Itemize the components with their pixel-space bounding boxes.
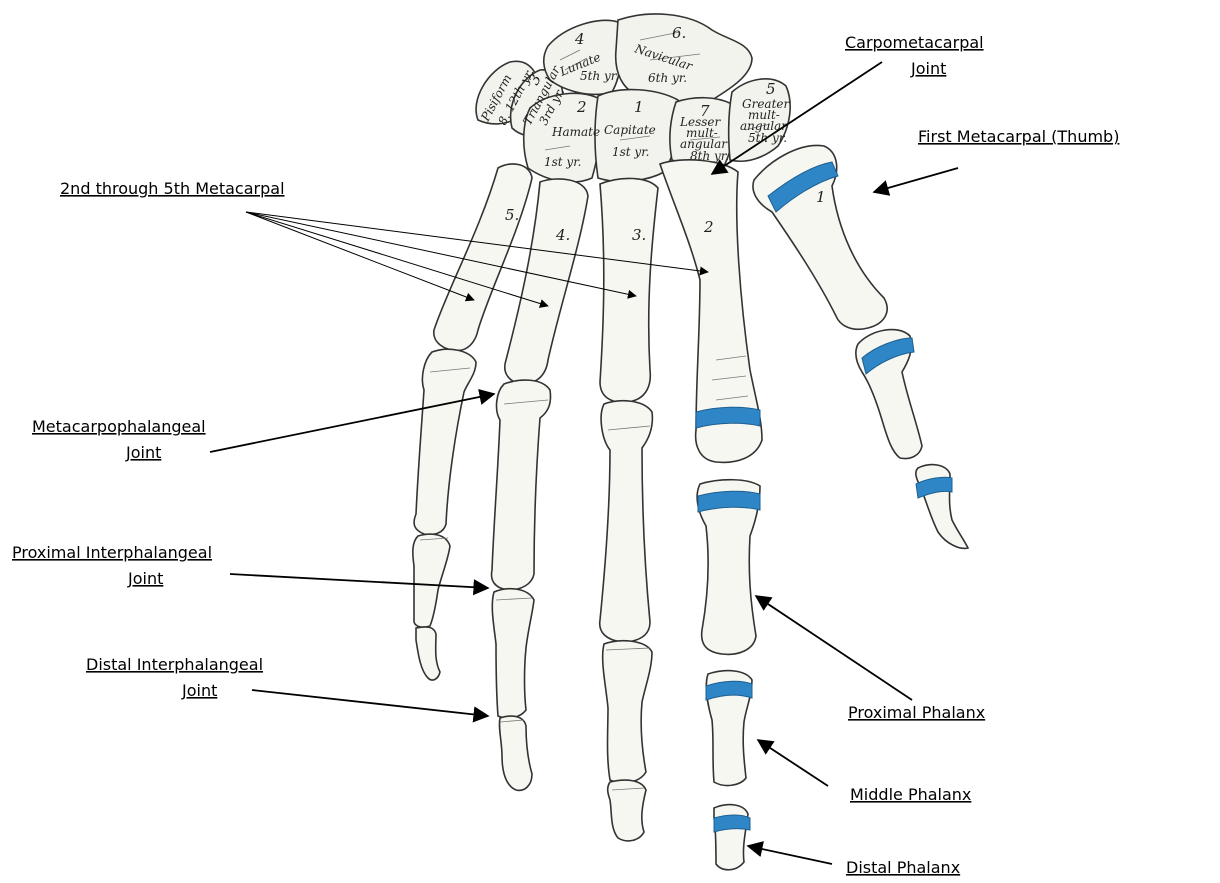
navicular-number: 6. xyxy=(672,24,686,42)
index-finger: 2 xyxy=(660,160,762,870)
second-distal-phalanx xyxy=(714,805,748,870)
leader-arrows xyxy=(210,62,958,864)
capitate-number: 1 xyxy=(634,98,644,116)
fourth-middle-phalanx xyxy=(492,589,534,718)
middle-finger: 3. xyxy=(600,178,658,840)
metacarpal-4-number: 4. xyxy=(555,226,570,244)
capitate-label: Capitate xyxy=(604,123,656,137)
distal-phalanx-label: Distal Phalanx xyxy=(846,858,960,877)
distal-interphalangeal-arrow xyxy=(252,690,488,716)
metacarpal-leader-5 xyxy=(246,212,474,300)
carpometacarpal-label-line1: Carpometacarpal xyxy=(845,33,984,52)
metacarpal-2-number: 2 xyxy=(703,218,714,236)
lunate-number: 4 xyxy=(574,30,585,48)
metacarpophalangeal-label-line1: Metacarpophalangeal xyxy=(32,417,206,436)
distal-interphalangeal-label-line1: Distal Interphalangeal xyxy=(86,655,263,674)
hamate-number: 2 xyxy=(576,98,587,116)
metacarpal-1-number: 1 xyxy=(816,188,826,206)
third-middle-phalanx xyxy=(603,641,652,783)
lunate-age: 5th yr. xyxy=(580,69,619,83)
thumb: 1 xyxy=(753,145,968,548)
fourth-proximal-phalanx xyxy=(492,380,551,590)
metacarpal-3-number: 3. xyxy=(632,226,646,244)
distal-interphalangeal-label-line2: Joint xyxy=(181,681,217,700)
carpometacarpal-label-line2: Joint xyxy=(910,59,946,78)
hamate-age: 1st yr. xyxy=(544,155,581,169)
middle-phalanx-label: Middle Phalanx xyxy=(850,785,971,804)
proximal-interphalangeal-label-line2: Joint xyxy=(127,569,163,588)
greater-multangular-number: 5 xyxy=(766,80,776,98)
first-metacarpal-label: First Metacarpal (Thumb) xyxy=(918,127,1119,146)
proximal-phalanx-arrow xyxy=(756,596,912,700)
metacarpophalangeal-label-line2: Joint xyxy=(125,443,161,462)
hamate-label: Hamate xyxy=(551,125,600,139)
ring-finger: 4. xyxy=(492,179,588,790)
distal-phalanx-arrow xyxy=(748,846,832,864)
metacarpal-5-number: 5. xyxy=(505,206,519,224)
proximal-interphalangeal-label-line1: Proximal Interphalangeal xyxy=(12,543,212,562)
navicular-age: 6th yr. xyxy=(648,71,687,85)
metacarpal-2-5-label: 2nd through 5th Metacarpal xyxy=(60,179,285,198)
proximal-interphalangeal-arrow xyxy=(230,574,488,588)
fifth-distal-phalanx xyxy=(416,627,440,680)
proximal-phalanx-label: Proximal Phalanx xyxy=(848,703,985,722)
middle-phalanx-arrow xyxy=(758,740,828,786)
fourth-distal-phalanx xyxy=(499,716,532,790)
capitate-age: 1st yr. xyxy=(612,145,649,159)
first-metacarpal-arrow xyxy=(874,168,958,192)
third-proximal-phalanx xyxy=(600,401,653,642)
fifth-middle-phalanx xyxy=(413,534,450,627)
fifth-proximal-phalanx xyxy=(414,349,476,534)
